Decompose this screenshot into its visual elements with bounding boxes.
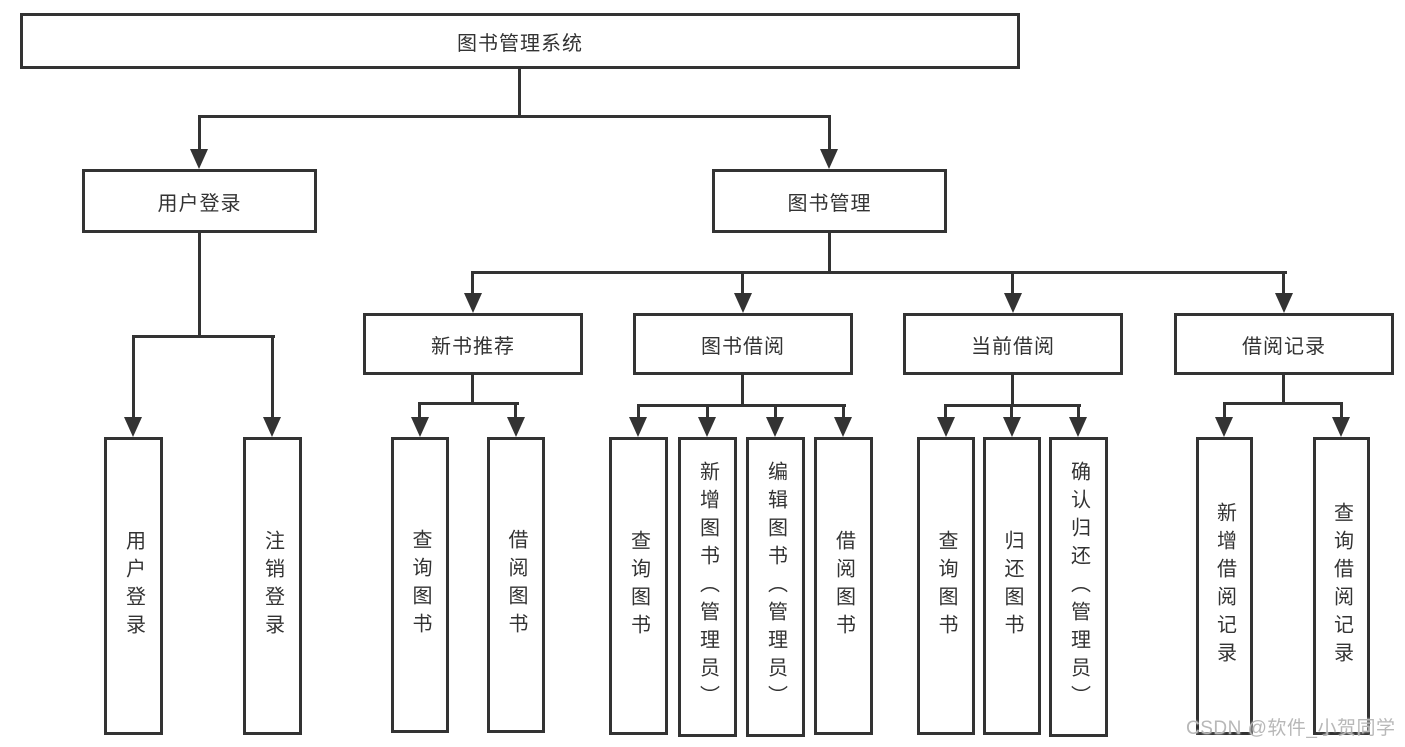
connector-line	[1077, 404, 1080, 419]
connector-line	[198, 115, 831, 118]
leaf-add-book-admin: 新增图书（管理员）	[678, 437, 737, 737]
connector-line	[1223, 402, 1343, 405]
arrowhead-down	[464, 293, 482, 313]
connector-line	[1340, 402, 1343, 419]
arrowhead-down	[820, 149, 838, 169]
arrowhead-down	[1004, 293, 1022, 313]
leaf-return-book: 归还图书	[983, 437, 1041, 735]
arrowhead-down	[937, 417, 955, 437]
leaf-borrow-query-book: 查询图书	[609, 437, 668, 735]
arrowhead-down	[1215, 417, 1233, 437]
arrowhead-down	[1275, 293, 1293, 313]
node-new-book-recommend: 新书推荐	[363, 313, 583, 375]
connector-line	[741, 375, 744, 406]
leaf-label: 查询图书	[409, 529, 431, 641]
connector-line	[132, 335, 275, 338]
connector-line	[271, 335, 274, 419]
connector-line	[944, 404, 947, 419]
connector-line	[1011, 375, 1014, 406]
connector-line	[1011, 271, 1014, 297]
leaf-label: 归还图书	[1001, 530, 1023, 642]
connector-line	[828, 115, 831, 151]
connector-line	[514, 402, 517, 419]
leaf-query-borrow-record: 查询借阅记录	[1313, 437, 1370, 735]
leaf-label: 新增借阅记录	[1213, 502, 1236, 670]
connector-line	[1282, 271, 1285, 297]
connector-line	[418, 402, 421, 419]
leaf-logout: 注销登录	[243, 437, 302, 735]
leaf-label: 借阅图书	[832, 530, 855, 642]
connector-line	[637, 404, 846, 407]
leaf-label: 确认归还（管理员）	[1067, 461, 1090, 713]
leaf-current-query-book: 查询图书	[917, 437, 975, 735]
arrowhead-down	[734, 293, 752, 313]
node-current-borrow: 当前借阅	[903, 313, 1123, 375]
arrowhead-down	[629, 417, 647, 437]
connector-line	[198, 233, 201, 337]
connector-line	[518, 69, 521, 118]
arrowhead-down	[766, 417, 784, 437]
arrowhead-down	[190, 149, 208, 169]
arrowhead-down	[1332, 417, 1350, 437]
connector-line	[132, 335, 135, 419]
leaf-confirm-return-admin: 确认归还（管理员）	[1049, 437, 1108, 737]
connector-line	[418, 402, 519, 405]
arrowhead-down	[698, 417, 716, 437]
node-book-management: 图书管理	[712, 169, 947, 233]
arrowhead-down	[124, 417, 142, 437]
arrowhead-down	[507, 417, 525, 437]
connector-line	[1282, 375, 1285, 404]
leaf-label: 新增图书（管理员）	[696, 461, 719, 713]
csdn-watermark: CSDN @软件_小贺同学	[1186, 718, 1396, 739]
leaf-label: 借阅图书	[505, 529, 527, 641]
leaf-edit-book-admin: 编辑图书（管理员）	[746, 437, 805, 737]
arrowhead-down	[1069, 417, 1087, 437]
leaf-add-borrow-record: 新增借阅记录	[1196, 437, 1253, 735]
node-borrow-record: 借阅记录	[1174, 313, 1394, 375]
leaf-label: 查询借阅记录	[1330, 502, 1353, 670]
arrowhead-down	[411, 417, 429, 437]
connector-line	[1223, 402, 1226, 419]
connector-line	[471, 271, 1287, 274]
arrowhead-down	[834, 417, 852, 437]
leaf-user-login: 用户登录	[104, 437, 163, 735]
node-user-login: 用户登录	[82, 169, 317, 233]
leaf-newbook-query-book: 查询图书	[391, 437, 449, 733]
connector-line	[198, 115, 201, 151]
connector-line	[706, 404, 709, 419]
leaf-label: 查询图书	[627, 530, 650, 642]
connector-line	[1010, 404, 1013, 419]
leaf-borrow-borrow-book: 借阅图书	[814, 437, 873, 735]
leaf-label: 查询图书	[935, 530, 957, 642]
arrowhead-down	[263, 417, 281, 437]
node-root-system: 图书管理系统	[20, 13, 1020, 69]
leaf-newbook-borrow-book: 借阅图书	[487, 437, 545, 733]
arrowhead-down	[1003, 417, 1021, 437]
connector-line	[741, 271, 744, 297]
leaf-label: 编辑图书（管理员）	[764, 461, 787, 713]
node-book-borrow: 图书借阅	[633, 313, 853, 375]
connector-line	[774, 404, 777, 419]
leaf-label: 用户登录	[122, 530, 145, 642]
connector-line	[471, 375, 474, 404]
leaf-label: 注销登录	[261, 530, 284, 642]
connector-line	[471, 271, 474, 297]
connector-line	[828, 233, 831, 274]
connector-line	[637, 404, 640, 419]
connector-line	[842, 404, 845, 419]
